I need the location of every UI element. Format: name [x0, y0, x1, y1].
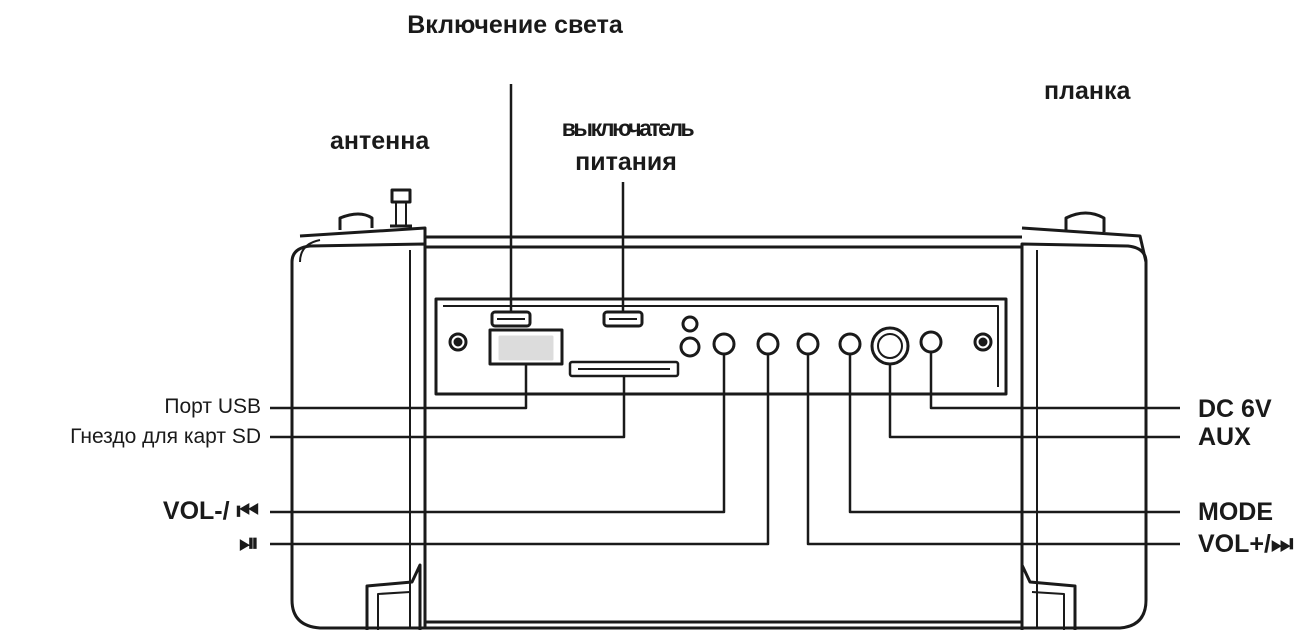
- label-antenna: антенна: [330, 127, 430, 155]
- vol-plus-button[interactable]: [796, 332, 820, 356]
- vol-minus-button[interactable]: [712, 332, 736, 356]
- leader-lines: [270, 84, 1180, 546]
- sd-card-slot[interactable]: [568, 360, 680, 378]
- indicator-hole-bottom: [679, 336, 701, 358]
- label-vol-minus: VOL-/ ⏮: [162, 497, 259, 525]
- label-aux: AUX: [1198, 423, 1251, 451]
- label-play-pause: ⏯: [238, 529, 259, 557]
- label-power-switch-line1: выключатель: [561, 115, 695, 141]
- aux-jack[interactable]: [870, 326, 910, 366]
- device-body: [290, 226, 1148, 630]
- screw-left: [448, 332, 468, 352]
- dc-jack[interactable]: [919, 330, 943, 354]
- label-light-switch: Включение света: [407, 11, 623, 39]
- antenna: [390, 188, 412, 228]
- label-usb-port: Порт USB: [164, 395, 261, 418]
- label-mode: MODE: [1198, 498, 1273, 526]
- indicator-hole-top: [681, 315, 699, 333]
- foot-left: [365, 563, 422, 630]
- mode-button[interactable]: [838, 332, 862, 356]
- label-vol-plus: VOL+/⏭: [1198, 530, 1294, 558]
- label-dc: DC 6V: [1198, 395, 1272, 423]
- control-panel: [434, 297, 1008, 396]
- label-power-switch-line2: питания: [575, 148, 677, 176]
- foot-right: [1020, 563, 1077, 630]
- strap-mount-right: [1064, 211, 1106, 232]
- screw-right: [973, 332, 993, 352]
- label-strap: планка: [1044, 77, 1131, 105]
- strap-mount-left: [338, 212, 374, 230]
- label-sd-slot: Гнездо для карт SD: [70, 425, 261, 448]
- usb-port[interactable]: [488, 328, 564, 366]
- play-pause-button[interactable]: [756, 332, 780, 356]
